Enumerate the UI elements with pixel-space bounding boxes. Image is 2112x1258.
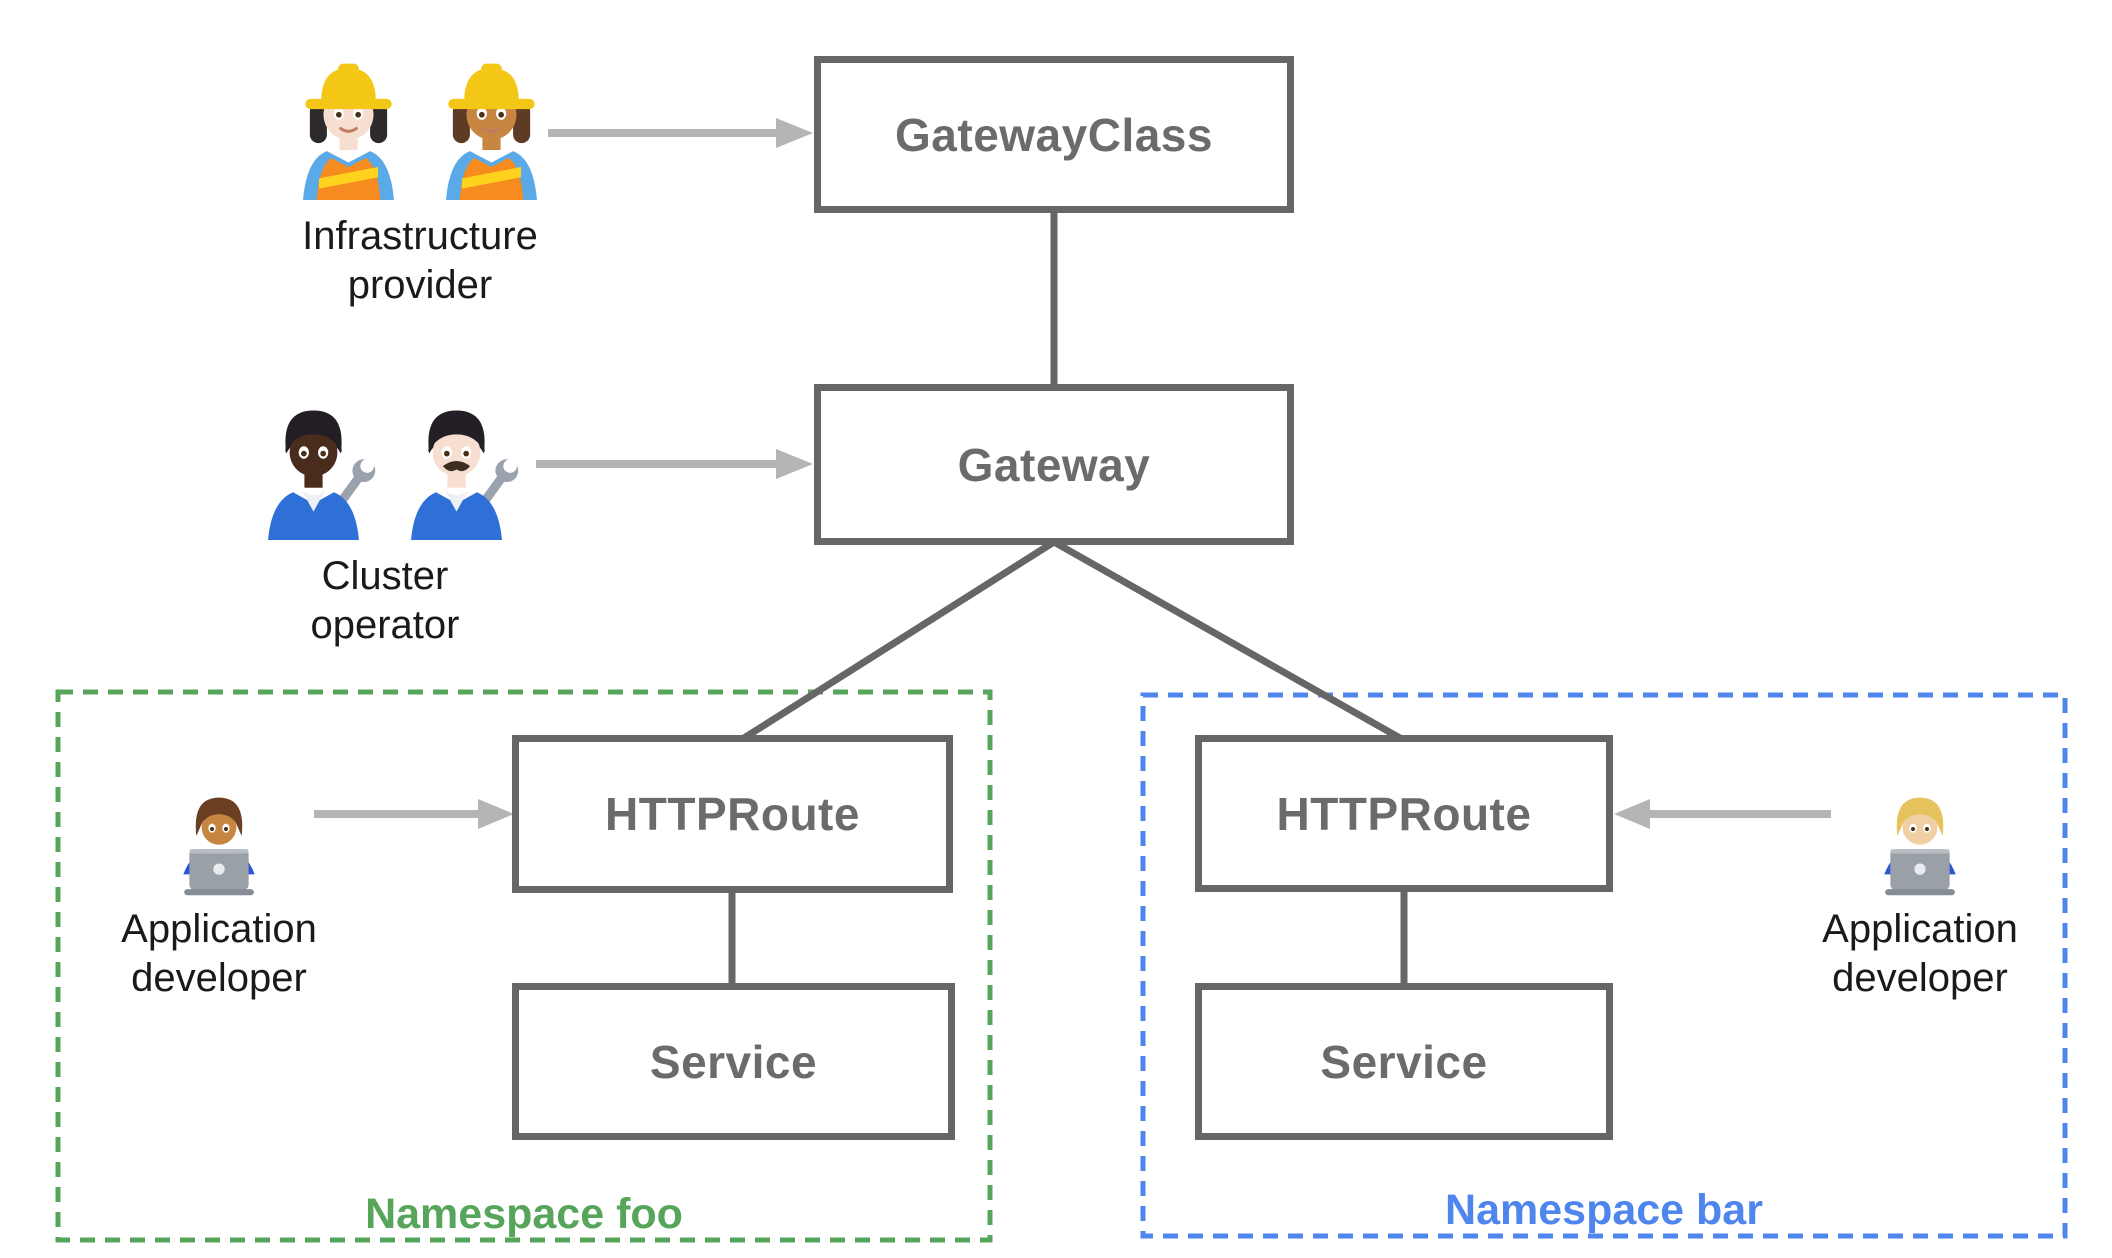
persona-app-developer-foo: Application developer bbox=[94, 782, 344, 1003]
service-foo-node: Service bbox=[512, 983, 955, 1140]
infrastructure-provider-label-line2: provider bbox=[347, 263, 493, 307]
edge-gateway-httproute-foo bbox=[742, 539, 1056, 741]
arrow-app-developer-to-httproute-bar bbox=[1614, 799, 1831, 829]
arrow-app-developer-to-httproute-foo bbox=[314, 799, 514, 829]
app-developer-bar-label: Application developer bbox=[1822, 905, 2018, 1003]
man-mechanic-light-skin-icon bbox=[394, 390, 519, 540]
service-bar-label: Service bbox=[1320, 1035, 1488, 1088]
httproute-foo-node: HTTPRoute bbox=[512, 735, 953, 893]
app-developer-bar-label-line1: Application bbox=[1822, 907, 2018, 951]
persona-cluster-operator: Cluster operator bbox=[205, 390, 565, 650]
gatewayclass-node: GatewayClass bbox=[814, 56, 1294, 213]
httproute-bar-node: HTTPRoute bbox=[1195, 735, 1613, 892]
httproute-bar-label: HTTPRoute bbox=[1276, 787, 1532, 840]
man-technologist-icon bbox=[171, 782, 267, 897]
edge-gateway-httproute-bar bbox=[1052, 538, 1402, 742]
service-foo-label: Service bbox=[649, 1035, 818, 1088]
cluster-operator-label-line1: Cluster bbox=[321, 554, 449, 598]
namespace-bar-label: Namespace bar bbox=[1445, 1186, 1763, 1234]
infrastructure-provider-label-line1: Infrastructure bbox=[302, 214, 538, 258]
cluster-operator-label: Cluster operator bbox=[311, 552, 460, 650]
cluster-operator-label-line2: operator bbox=[310, 603, 460, 647]
namespace-foo-label: Namespace foo bbox=[365, 1190, 683, 1238]
namespace-bar-border bbox=[1140, 692, 2068, 1239]
app-developer-bar-icons bbox=[1872, 782, 1968, 897]
arrow-infrastructure-provider-to-gatewayclass bbox=[548, 118, 813, 148]
persona-app-developer-bar: Application developer bbox=[1795, 782, 2045, 1003]
app-developer-foo-label-line1: Application bbox=[121, 907, 317, 951]
infrastructure-provider-icons bbox=[286, 50, 554, 200]
app-developer-foo-label-line2: developer bbox=[131, 956, 307, 1000]
woman-technologist-icon bbox=[1872, 782, 1968, 897]
mechanic-dark-skin-icon bbox=[251, 390, 376, 540]
app-developer-foo-icons bbox=[171, 782, 267, 897]
arrow-cluster-operator-to-gateway bbox=[536, 449, 813, 479]
httproute-foo-label: HTTPRoute bbox=[605, 788, 860, 840]
woman-construction-worker-light-skin-icon bbox=[286, 50, 411, 200]
app-developer-foo-label: Application developer bbox=[121, 905, 317, 1003]
infrastructure-provider-label: Infrastructure provider bbox=[302, 212, 538, 310]
woman-construction-worker-medium-skin-icon bbox=[429, 50, 554, 200]
cluster-operator-icons bbox=[251, 390, 519, 540]
gateway-label: Gateway bbox=[957, 438, 1151, 491]
gatewayclass-label: GatewayClass bbox=[895, 108, 1213, 161]
persona-infrastructure-provider: Infrastructure provider bbox=[240, 50, 600, 310]
gateway-node: Gateway bbox=[814, 384, 1294, 545]
namespace-foo-border bbox=[55, 689, 993, 1243]
app-developer-bar-label-line2: developer bbox=[1832, 956, 2008, 1000]
service-bar-node: Service bbox=[1195, 983, 1613, 1140]
